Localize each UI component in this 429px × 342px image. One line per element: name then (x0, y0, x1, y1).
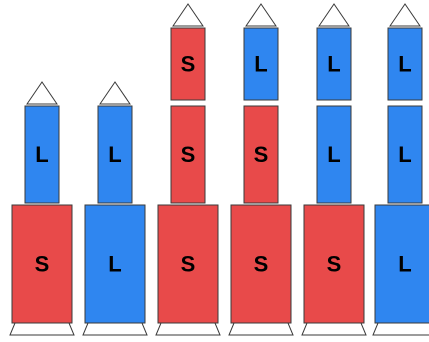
rocket-base (228, 322, 294, 336)
stage-3-short: S (170, 27, 206, 101)
stage-label: L (327, 142, 340, 167)
stage-label: S (254, 252, 269, 277)
stage-label: L (108, 252, 121, 277)
stage-label: L (254, 52, 267, 77)
stage-label: L (398, 52, 411, 77)
rocket-4: S S L (228, 3, 294, 336)
stage-3-long: L (387, 27, 423, 101)
stage-1-short: S (11, 204, 73, 324)
stage-block (316, 105, 352, 204)
nose-cone (172, 3, 204, 27)
stage-block (170, 105, 206, 204)
stage-block (24, 105, 60, 204)
rocket-base (82, 322, 148, 336)
nose-cone (99, 81, 131, 105)
stage-block (316, 27, 352, 101)
stage-block (84, 204, 146, 324)
stage-block (303, 204, 365, 324)
stage-block (387, 27, 423, 101)
stage-label: S (327, 252, 342, 277)
stage-block (243, 105, 279, 204)
stage-block (11, 204, 73, 324)
stage-2-short: S (170, 105, 206, 204)
stage-block (170, 27, 206, 101)
stage-block (230, 204, 292, 324)
stage-1-short: S (303, 204, 365, 324)
stage-block (374, 204, 429, 324)
rocket-5: S L L (301, 3, 367, 336)
stage-1-long: L (374, 204, 429, 324)
rocket-base (155, 322, 221, 336)
stage-2-long: L (97, 105, 133, 204)
stage-block (243, 27, 279, 101)
nose-cone (389, 3, 421, 27)
stage-2-long: L (24, 105, 60, 204)
rocket-6: L L L (372, 3, 429, 336)
stage-label: S (181, 142, 196, 167)
stage-block (387, 105, 423, 204)
stage-1-short: S (157, 204, 219, 324)
stage-2-short: S (243, 105, 279, 204)
stage-block (157, 204, 219, 324)
rocket-1: SL (9, 81, 75, 336)
stage-label: S (181, 52, 196, 77)
stage-label: L (398, 142, 411, 167)
stage-block (97, 105, 133, 204)
stage-label: L (398, 252, 411, 277)
stage-3-long: L (243, 27, 279, 101)
stage-label: S (35, 252, 50, 277)
rocket-base (301, 322, 367, 336)
stage-label: S (181, 252, 196, 277)
nose-cone (26, 81, 58, 105)
stage-label: L (327, 52, 340, 77)
nose-cone (245, 3, 277, 27)
stage-label: L (35, 142, 48, 167)
stage-2-long: L (316, 105, 352, 204)
rocket-3: S S S (155, 3, 221, 336)
stage-3-long: L (316, 27, 352, 101)
rocket-2: LL (82, 81, 148, 336)
stage-label: L (108, 142, 121, 167)
rocket-base (372, 322, 429, 336)
stage-1-short: S (230, 204, 292, 324)
rocket-base (9, 322, 75, 336)
stage-label: S (254, 142, 269, 167)
stage-2-long: L (387, 105, 423, 204)
stage-1-long: L (84, 204, 146, 324)
nose-cone (318, 3, 350, 27)
